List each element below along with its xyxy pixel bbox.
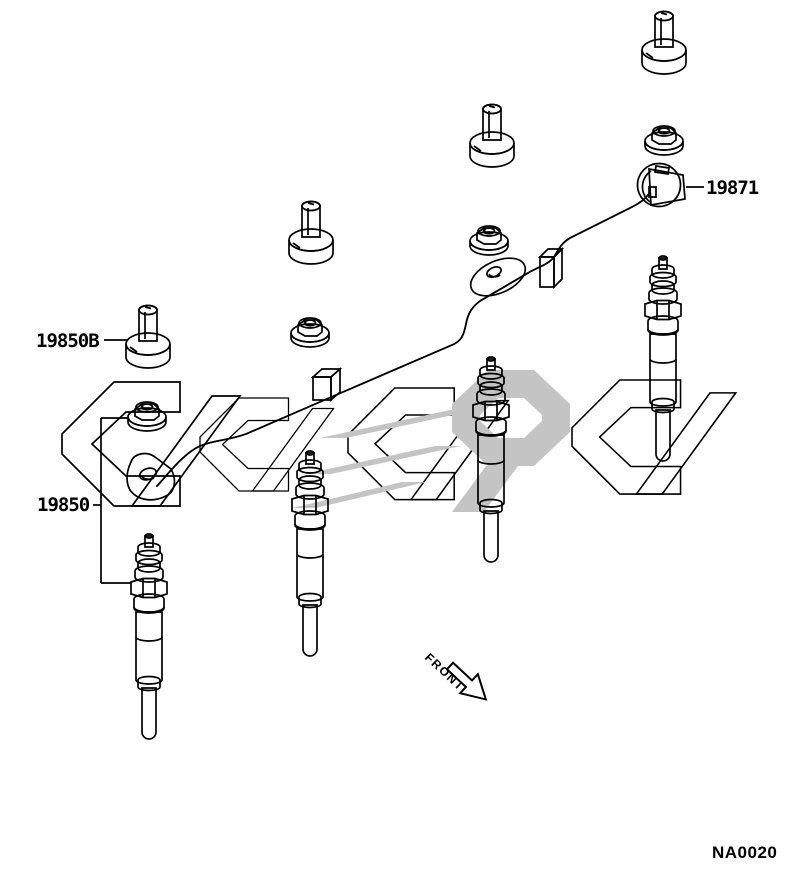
flange-nut xyxy=(127,401,167,432)
terminal-cap xyxy=(288,200,334,265)
terminal-cap xyxy=(125,304,171,369)
callout-19850b: 19850B xyxy=(36,330,100,352)
front-arrow-icon xyxy=(445,661,488,701)
busbar-fold xyxy=(310,367,343,402)
busbar-fold xyxy=(537,246,565,290)
callout-19871: 19871 xyxy=(706,177,759,199)
busbar-end-tab xyxy=(126,452,176,501)
leader-lines xyxy=(93,186,704,584)
terminal-cap xyxy=(469,103,515,168)
callout-19850: 19850 xyxy=(37,494,90,516)
glow-plug xyxy=(644,255,682,462)
glow-plug xyxy=(130,533,168,740)
flange-nut xyxy=(644,125,684,156)
glow-plug xyxy=(291,450,329,657)
flange-nut xyxy=(290,317,330,348)
busbar-middle-tab xyxy=(469,257,527,297)
busbar-end-terminal xyxy=(636,162,686,208)
terminal-cap xyxy=(641,10,687,75)
flange-nut xyxy=(469,225,509,256)
busbar-19871 xyxy=(126,162,686,501)
watermark-logo xyxy=(61,370,737,512)
drawing-code: NA0020 xyxy=(712,843,778,862)
